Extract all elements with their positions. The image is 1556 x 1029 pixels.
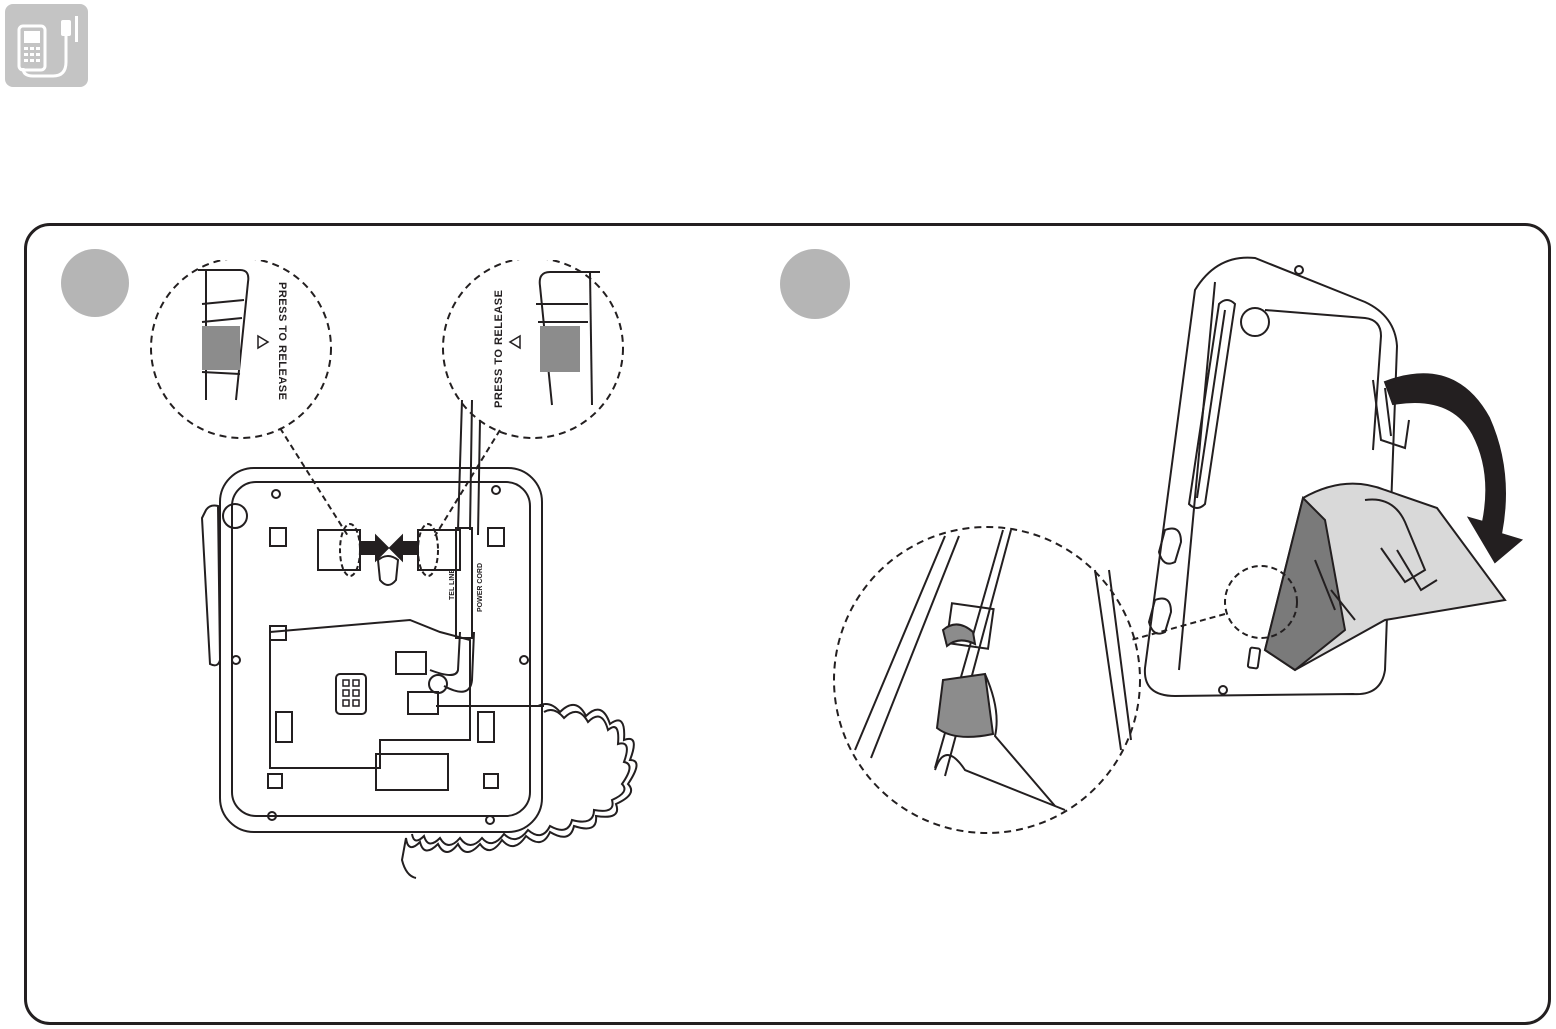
step-2-illustration xyxy=(825,250,1535,840)
power-cord-port-label: POWER CORD xyxy=(477,563,484,612)
left-latch-release-label: PRESS TO RELEASE xyxy=(276,282,288,400)
phone-power-adapter-icon xyxy=(5,4,88,87)
right-latch-callout: PRESS TO RELEASE xyxy=(443,260,623,535)
tel-line-port-label: TEL LINE xyxy=(449,569,456,600)
phone-base-back: TEL LINE POWER CORD xyxy=(202,468,544,832)
left-latch-callout: PRESS TO RELEASE xyxy=(151,260,331,438)
bracket-clip-zoom-callout xyxy=(834,527,1140,833)
wall-mount-bracket xyxy=(1265,484,1505,670)
right-latch-release-label: PRESS TO RELEASE xyxy=(493,290,505,408)
step-1-illustration: PRESS TO RELEASE PRESS TO RELEASE xyxy=(140,260,640,890)
step-1-badge xyxy=(61,249,129,317)
